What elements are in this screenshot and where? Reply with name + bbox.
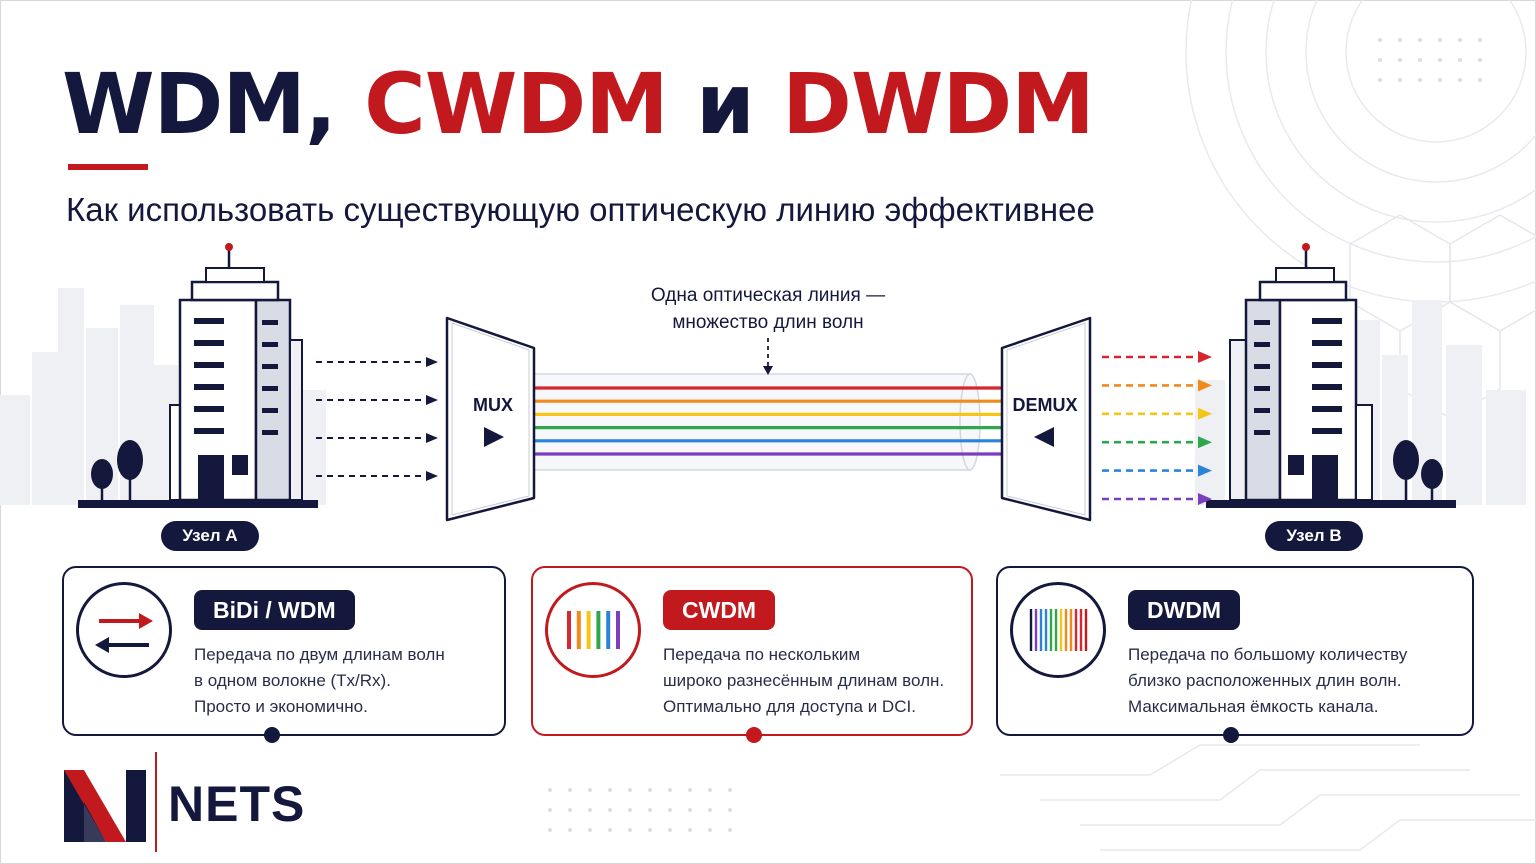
card-dwdm-connector-dot (1223, 727, 1239, 743)
output-arrowhead (1198, 379, 1212, 392)
tree-icon (1393, 440, 1443, 500)
demux-block (1000, 316, 1092, 522)
card-cwdm: CWDM Передача по нескольким широко разне… (531, 566, 973, 743)
card-cwdm-connector-dot (746, 727, 762, 743)
title-conjunction: и (696, 55, 755, 153)
fiber-caption-line-1: Одна оптическая линия — (650, 285, 886, 306)
coarse-wavelength-bars-icon (545, 582, 641, 678)
logo-text: NETS (168, 776, 306, 832)
card-cwdm-desc-line-3: Оптимально для доступа и DCI. (663, 697, 916, 716)
card-dwdm-description: Передача по большому количеству близко р… (1128, 642, 1464, 720)
bidirectional-arrows-icon (76, 582, 172, 678)
fiber-caption: Одна оптическая линия — множество длин в… (568, 282, 968, 336)
input-arrowhead (426, 357, 438, 367)
card-dwdm-desc-line-3: Максимальная ёмкость канала. (1128, 697, 1379, 716)
demux-arrow-icon (1034, 427, 1054, 447)
fiber-wavelength-lines (534, 386, 1002, 456)
input-arrowhead (426, 433, 438, 443)
output-arrowhead (1198, 493, 1212, 505)
output-arrowhead (1198, 464, 1212, 477)
card-dwdm-desc-line-1: Передача по большому количеству (1128, 645, 1408, 664)
title-underline-accent (68, 164, 148, 170)
tree-icon (91, 440, 143, 500)
card-dwdm: DWDM Передача по большому количеству бли… (996, 566, 1474, 743)
output-arrowhead (1198, 407, 1212, 420)
card-bidi-desc-line-2: в одном волокне (Tx/Rx). (194, 671, 391, 690)
demux-label: DEMUX (1012, 395, 1078, 415)
circuit-lines-decoration (1000, 744, 1536, 851)
output-arrows (1102, 351, 1212, 505)
page-title: WDM, CWDM и DWDM (62, 55, 1095, 153)
building-a-icon (78, 243, 318, 508)
card-bidi-description: Передача по двум длинам волн в одном вол… (194, 642, 496, 720)
nets-logo: NETS (62, 752, 322, 852)
card-dwdm-desc-line-2: близко расположенных длин волн. (1128, 671, 1402, 690)
output-arrowhead (1198, 351, 1212, 363)
card-bidi-desc-line-3: Просто и экономично. (194, 697, 368, 716)
card-cwdm-desc-line-2: широко разнесённым длинам волн. (663, 671, 945, 690)
node-a-badge: Узел A (161, 521, 259, 551)
building-b-icon (1206, 243, 1456, 508)
card-bidi-connector-dot (264, 727, 280, 743)
card-cwdm-description: Передача по нескольким широко разнесённы… (663, 642, 963, 720)
mux-label: MUX (473, 395, 513, 415)
caption-pointer-arrowhead (763, 366, 773, 375)
dense-wavelength-bars-icon (1010, 582, 1106, 678)
input-arrows (316, 357, 438, 481)
title-cwdm: CWDM (364, 55, 669, 153)
title-wdm: WDM, (62, 55, 337, 153)
fiber-caption-line-2: множество длин волн (672, 312, 864, 333)
mux-arrow-icon (484, 427, 504, 447)
input-arrowhead (426, 395, 438, 405)
card-bidi-badge: BiDi / WDM (194, 590, 355, 630)
card-cwdm-desc-line-1: Передача по нескольким (663, 645, 861, 664)
card-dwdm-badge: DWDM (1128, 590, 1241, 630)
output-arrowhead (1198, 436, 1212, 449)
nets-n-logo-icon (64, 770, 146, 842)
input-arrowhead (426, 471, 438, 481)
node-b-badge: Узел B (1265, 521, 1363, 551)
card-bidi-wdm: BiDi / WDM Передача по двум длинам волн … (62, 566, 506, 743)
title-dwdm: DWDM (782, 55, 1095, 153)
mux-block (445, 316, 536, 522)
page-subtitle: Как использовать существующую оптическую… (66, 191, 1095, 228)
dot-grid-decoration (548, 38, 1482, 832)
logo-separator (155, 752, 157, 852)
card-cwdm-badge: CWDM (663, 590, 776, 630)
card-bidi-desc-line-1: Передача по двум длинам волн (194, 645, 445, 664)
